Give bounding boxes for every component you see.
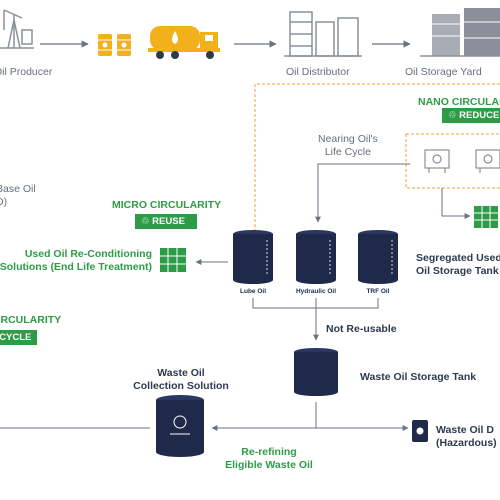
nano-circularity-title: NANO CIRCULARITY xyxy=(418,96,500,108)
tank-lube-oil-icon xyxy=(233,230,273,284)
waste-oil-storage-tank-icon xyxy=(294,348,338,396)
base-oil-line-1: Base Oil xyxy=(0,183,36,195)
hazardous-barrel-icon xyxy=(412,420,428,442)
reconditioning-line-2: Solutions (End Life Treatment) xyxy=(0,260,152,273)
nano-loop-dashed-line xyxy=(254,83,500,232)
base-oil-label: Base Oil D) xyxy=(0,183,36,208)
reconditioning-label: Used Oil Re-Conditioning Solutions (End … xyxy=(0,248,152,273)
nano-reduce-text: REDUCE xyxy=(459,110,500,121)
segregated-line-2: Oil Storage Tank xyxy=(416,264,499,277)
hazardous-line-1: Waste Oil D xyxy=(436,424,494,436)
recycle-icon: ♲ xyxy=(141,216,150,227)
recycle-icon: ♲ xyxy=(448,110,457,121)
distributor-silos-icon xyxy=(284,11,362,57)
tank-hydraulic-oil-label: Hydraulic Oil xyxy=(295,288,337,295)
nearing-life-cycle-label: Nearing Oil's Life Cycle xyxy=(318,133,378,158)
collection-line-2: Collection Solution xyxy=(133,379,229,392)
hazardous-label: Waste Oil D (Hazardous) xyxy=(436,424,497,449)
reconditioning-crate-icon xyxy=(160,248,186,272)
oil-barrels-icon xyxy=(98,34,131,56)
tank-trf-oil-icon xyxy=(358,230,398,284)
micro-reuse-text: REUSE xyxy=(152,216,185,227)
machine-icon-2 xyxy=(475,149,500,173)
tank-trf-oil-label: TRF Oil xyxy=(366,288,390,295)
segregated-line-1: Segregated Used xyxy=(416,252,500,264)
producer-label: Oil Producer xyxy=(0,66,53,78)
storage-yard-icon xyxy=(420,8,500,57)
nano-reduce-badge: ♲ REDUCE xyxy=(442,108,500,123)
recycle-badge-text: RECYCLE xyxy=(0,332,32,343)
collection-solution-label: Waste Oil Collection Solution xyxy=(126,367,236,392)
collection-solution-tank-icon xyxy=(156,395,204,457)
collection-line-1: Waste Oil xyxy=(157,367,205,379)
nearing-line-1: Nearing Oil's xyxy=(318,133,378,145)
not-reusable-label: Not Re-usable xyxy=(326,323,397,335)
oil-pump-icon xyxy=(0,9,34,49)
tanks-bracket xyxy=(252,298,379,309)
hazardous-line-2: (Hazardous) xyxy=(436,436,497,449)
reconditioning-line-1: Used Oil Re-Conditioning xyxy=(24,248,152,260)
distributor-label: Oil Distributor xyxy=(286,66,350,78)
micro-reuse-badge: ♲ REUSE xyxy=(135,214,197,229)
waste-oil-storage-tank-label: Waste Oil Storage Tank xyxy=(360,371,477,383)
machine-icon-1 xyxy=(424,149,450,173)
recycle-badge: RECYCLE xyxy=(0,330,38,345)
arrow-nano-to-segregated xyxy=(441,188,471,219)
tank-hydraulic-oil-icon xyxy=(296,230,336,284)
tanker-truck-icon xyxy=(148,26,220,59)
nano-dashed-box xyxy=(405,133,500,189)
base-oil-line-2: D) xyxy=(0,195,8,208)
micro-circularity-title: MICRO CIRCULARITY xyxy=(112,199,222,211)
left-circularity-title: CIRCULARITY xyxy=(0,314,62,326)
segregated-tank-label: Segregated Used Oil Storage Tank xyxy=(416,252,500,277)
rerefining-label: Re-refining Eligible Waste Oil xyxy=(214,446,324,471)
tank-lube-oil-label: Lube Oil xyxy=(240,288,266,295)
arrow-nearing-to-tanks xyxy=(315,163,410,223)
rerefining-line-2: Eligible Waste Oil xyxy=(225,458,313,471)
segregated-crate-icon xyxy=(474,206,498,228)
rerefining-line-1: Re-refining xyxy=(241,446,297,458)
nearing-line-2: Life Cycle xyxy=(324,145,371,158)
storage-yard-label: Oil Storage Yard xyxy=(405,66,482,78)
